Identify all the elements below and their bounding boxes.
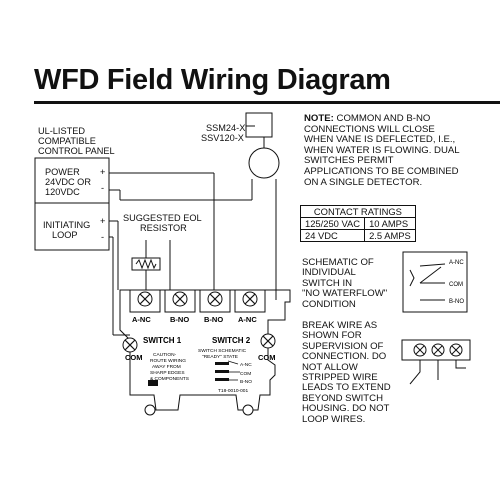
table-row: 24 VDC 2.5 AMPS: [299, 229, 416, 242]
terminal-block-2: [164, 289, 196, 313]
caution-line-2: ROUTE WIRING: [150, 358, 186, 364]
break-wire-line-4: CONNECTION. DO: [302, 351, 387, 363]
board-switch-2: SWITCH 2: [212, 336, 251, 345]
mounting-hole-icon: [242, 404, 254, 416]
break-wire-line-7: LEADS TO EXTEND: [302, 382, 391, 394]
page-title: WFD Field Wiring Diagram: [34, 64, 391, 96]
switch-blade: [419, 266, 442, 284]
board-label-b-no-2: B-NO: [204, 315, 223, 324]
ratings-current: 2.5 AMPS: [364, 229, 416, 242]
detector-head-box: [245, 112, 273, 138]
board-terminal-a-nc: A-NC: [240, 362, 252, 368]
screw-icon: [431, 343, 445, 357]
break-wire-line-1: BREAK WIRE AS: [302, 320, 378, 331]
terminal-block-1: [129, 289, 161, 313]
switch-board-outline: [119, 289, 291, 411]
break-wire-line-9: HOUSING. DO NOT: [302, 403, 390, 415]
board-com-left: COM: [125, 353, 143, 362]
note-line-3: WHEN VANE IS DEFLECTED, I.E.,: [304, 134, 456, 146]
board-schematic-line-1: SWITCH SCHEMATIC: [198, 348, 247, 354]
panel-heading-line-3: CONTROL PANEL: [38, 146, 115, 156]
note-line-1: NOTE: COMMON AND B-NO: [304, 113, 500, 125]
power-minus: -: [101, 183, 105, 193]
break-wire-text: BREAK WIRE AS SHOWN FOR SUPERVISION OF C…: [302, 320, 391, 425]
eol-label-line-2: RESISTOR: [140, 223, 187, 233]
schematic-line-1: SCHEMATIC OF: [302, 257, 374, 268]
power-label-line-2: 24VDC OR: [45, 177, 91, 187]
loop-label-line-1: INITIATING: [43, 220, 91, 230]
schematic-terminal-b-no: B-NO: [449, 299, 464, 305]
note-line-4: WHEN WATER IS FLOWING. DUAL: [304, 144, 460, 156]
title-underline: [34, 101, 500, 104]
screw-icon: [449, 343, 463, 357]
break-wire-line-3: SUPERVISION OF: [302, 340, 384, 352]
board-label-b-no-1: B-NO: [170, 315, 189, 324]
terminal-block-4: [234, 289, 266, 313]
loop-plus: +: [100, 216, 106, 226]
break-wire-line-6: STRIPPED WIRE: [302, 372, 378, 384]
note-line-1-text: COMMON AND B-NO: [333, 113, 431, 124]
break-wire-line-5: NOT ALLOW: [302, 361, 358, 373]
board-part-number: T18-0010-001: [218, 388, 248, 394]
eol-label-line-1: SUGGESTED EOL: [123, 213, 202, 223]
loop-minus: -: [101, 232, 105, 242]
schematic-text: SCHEMATIC OF INDIVIDUAL SWITCH IN "NO WA…: [302, 257, 388, 310]
loop-label-line-2: LOOP: [52, 230, 78, 240]
schematic-line-2: INDIVIDUAL: [302, 267, 356, 279]
power-plus: +: [100, 167, 106, 177]
caution-line-3: AWAY FROM: [152, 364, 181, 370]
device-label-line-1: SSM24-X: [206, 123, 246, 133]
schematic-line-4: "NO WATERFLOW": [302, 288, 388, 300]
board-terminal-com: COM: [240, 371, 251, 377]
panel-heading-line-1: UL-LISTED: [38, 126, 85, 136]
schematic-terminal-com: COM: [449, 282, 463, 288]
control-panel-box: [34, 157, 110, 251]
note-line-7: ON A SINGLE DETECTOR.: [304, 176, 423, 188]
ratings-voltage: 24 VDC: [299, 229, 366, 242]
board-switch-1: SWITCH 1: [143, 336, 182, 345]
caution-line-5: & COMPONENTS: [150, 376, 189, 382]
resistor-icon: [135, 258, 157, 270]
break-wire-terminal-strip: [401, 339, 471, 361]
break-wire-line-8: BEYOND SWITCH: [302, 392, 384, 404]
note-bold: NOTE:: [304, 113, 334, 124]
note-block: NOTE: COMMON AND B-NO CONNECTIONS WILL C…: [304, 113, 500, 188]
board-label-a-nc-2: A-NC: [238, 315, 257, 324]
break-wire-line-2: SHOWN FOR: [302, 330, 362, 342]
board-terminal-b-no: B-NO: [240, 379, 252, 385]
schematic-line-5: CONDITION: [302, 298, 356, 310]
schematic-switch-box: [402, 251, 468, 313]
contact-ratings-table: CONTACT RATINGS 125/250 VAC 10 AMPS 24 V…: [299, 205, 416, 242]
note-line-6: APPLICATIONS TO BE COMBINED: [304, 165, 459, 177]
board-schematic-line-2: "READY" STATE: [202, 354, 238, 360]
mounting-hole-icon: [144, 404, 156, 416]
break-wire-line-10: LOOP WIRES.: [302, 413, 366, 425]
board-label-a-nc-1: A-NC: [132, 315, 151, 324]
power-label-line-3: 120VDC: [45, 187, 80, 197]
panel-heading-line-2: COMPATIBLE: [38, 136, 96, 146]
screw-icon: [413, 343, 427, 357]
schematic-line-3: SWITCH IN: [302, 277, 353, 289]
terminal-block-3: [199, 289, 231, 313]
board-com-right: COM: [258, 353, 276, 362]
table-row: 125/250 VAC 10 AMPS: [299, 217, 416, 230]
detector-body-icon: [248, 147, 280, 179]
device-label-line-2: SSV120-X: [201, 133, 244, 143]
note-line-2: CONNECTIONS WILL CLOSE: [304, 123, 435, 135]
note-line-5: SWITCHES PERMIT: [304, 155, 394, 167]
power-label-line-1: POWER: [45, 167, 80, 177]
break-wire-leads: [409, 360, 466, 385]
caution-line-1: CAUTION-: [153, 352, 177, 358]
schematic-terminal-a-nc: A-NC: [449, 260, 464, 266]
caution-line-4: SHARP EDGES: [150, 370, 185, 376]
